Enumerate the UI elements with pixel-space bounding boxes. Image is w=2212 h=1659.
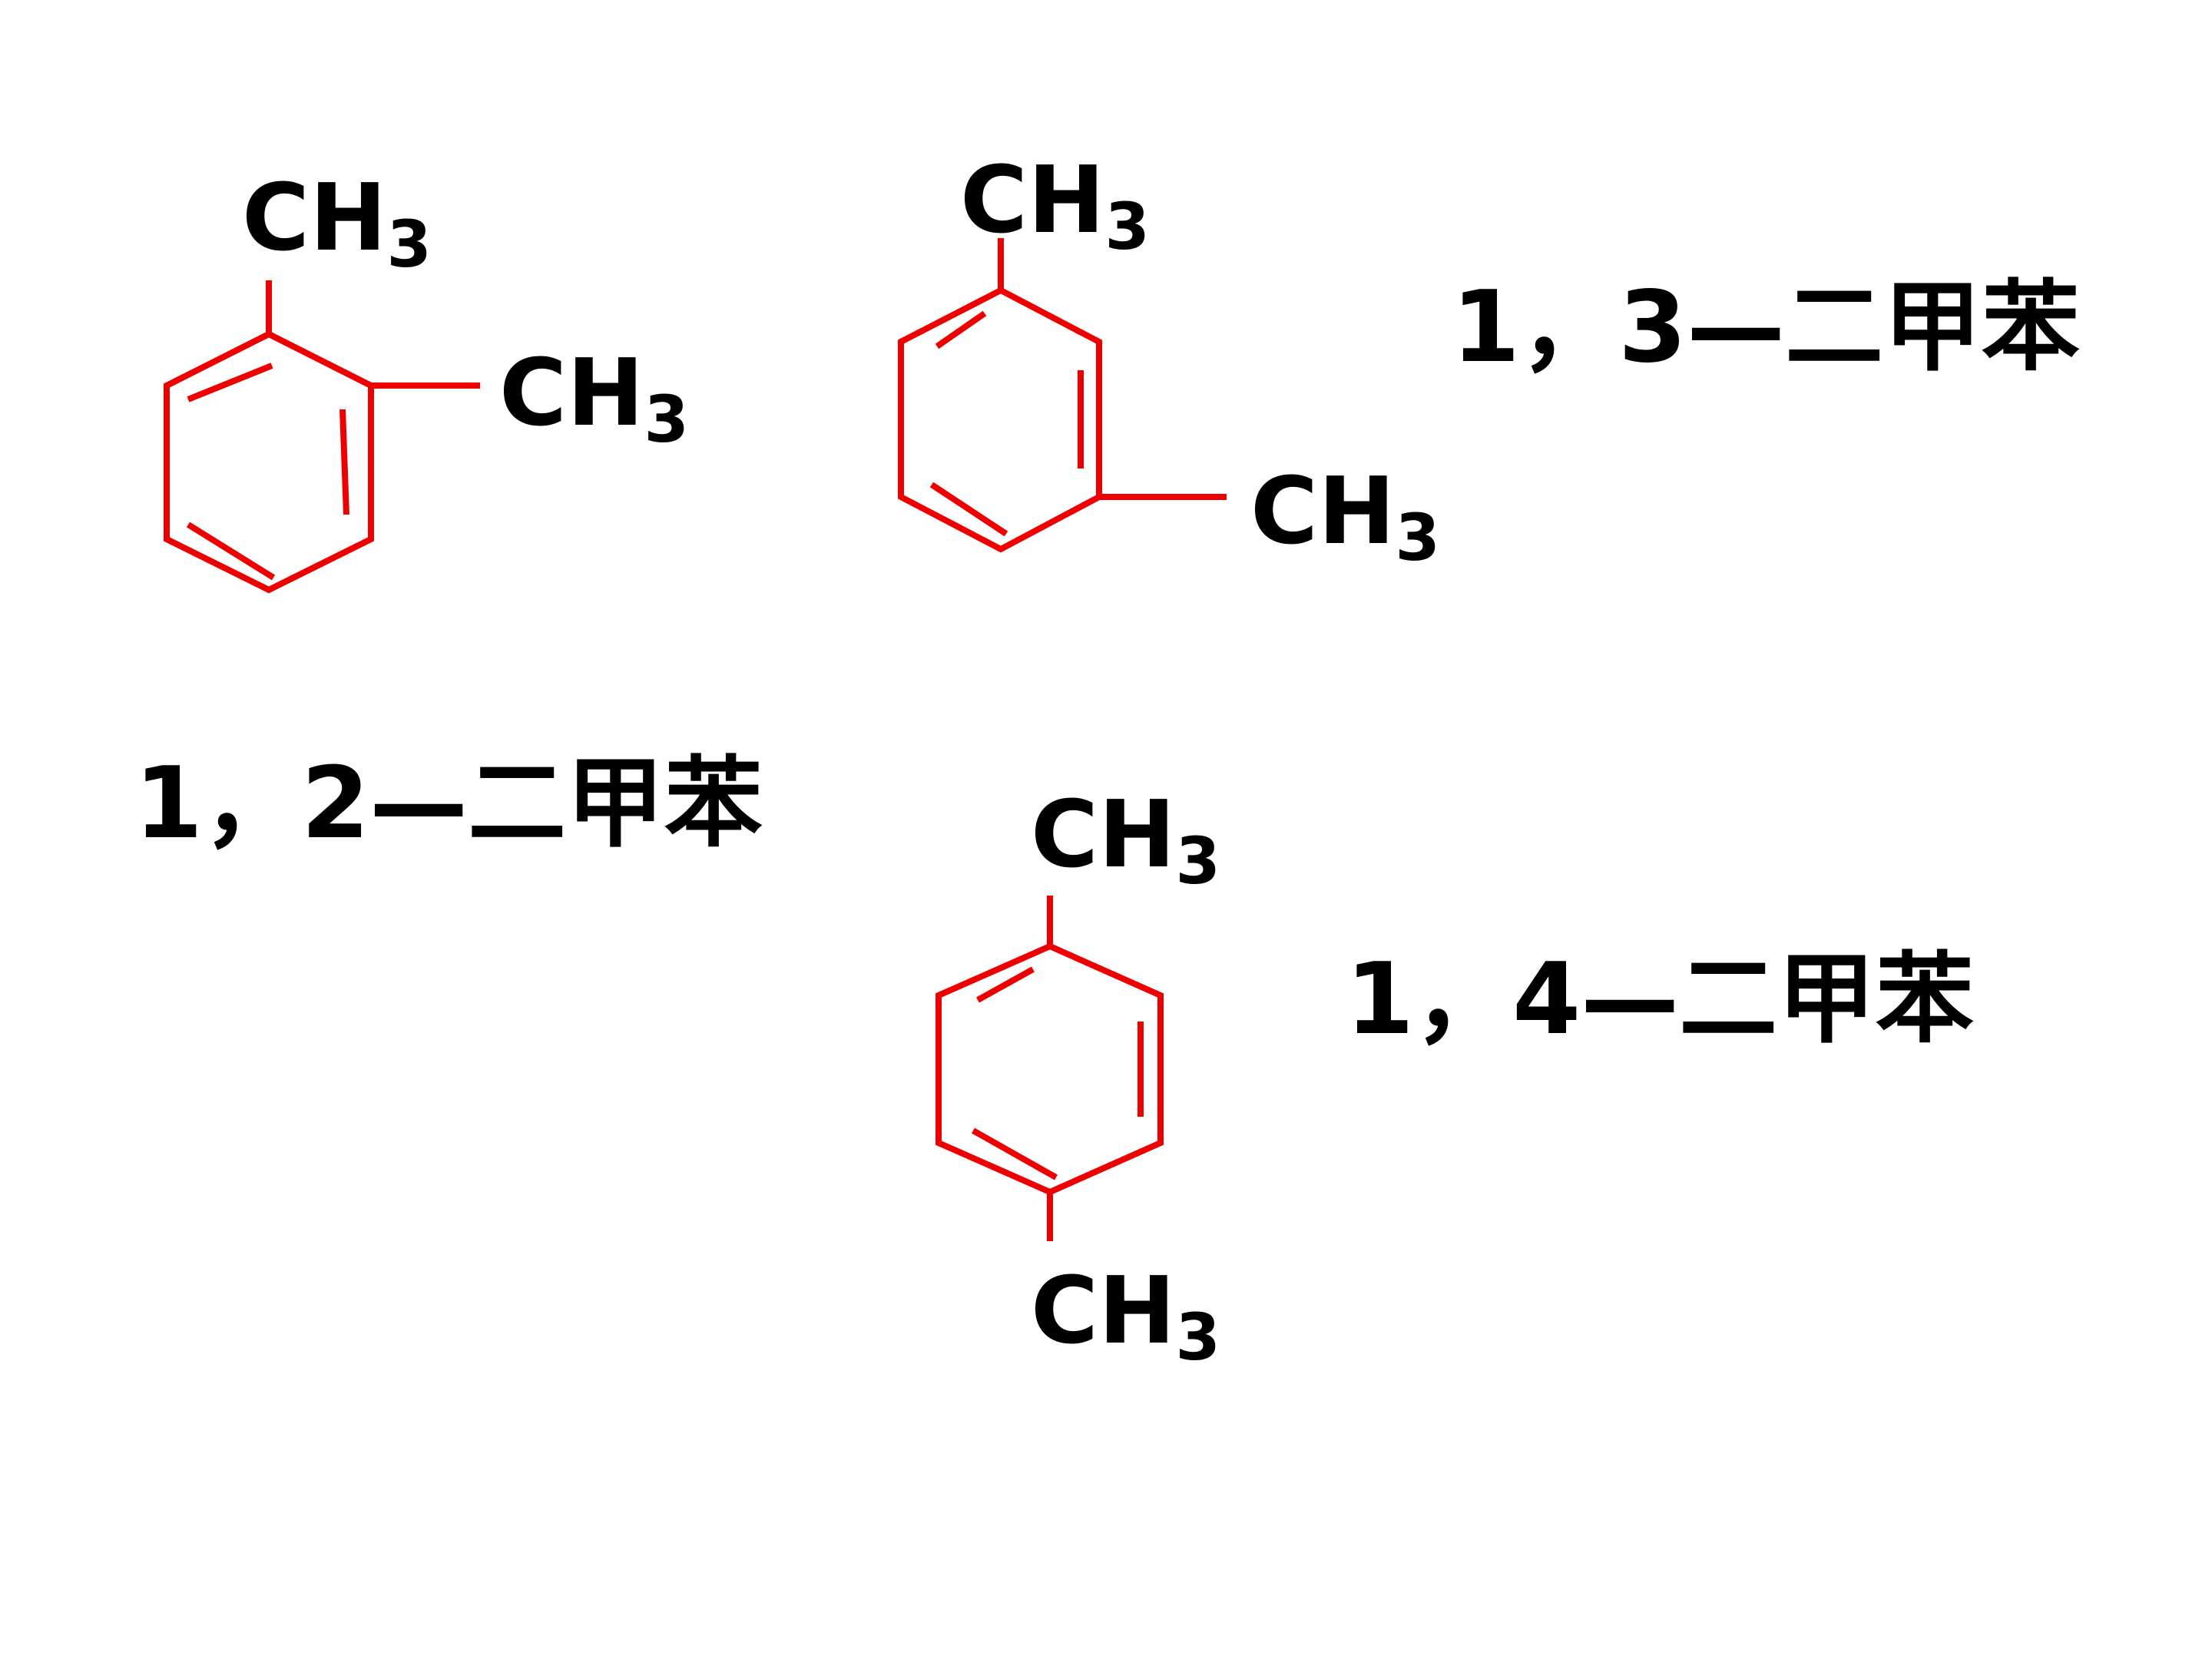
ortho-xylene-structure: CH3 CH3: [164, 165, 689, 594]
meta-methyl-label-top: CH3: [960, 147, 1150, 264]
meta-inner-double-bond-1: [935, 310, 987, 349]
para-methyl-label-top: CH3: [1031, 782, 1220, 899]
para-xylene-structure: CH3 CH3: [935, 782, 1220, 1375]
ortho-methyl-label-top: CH3: [242, 165, 432, 282]
para-benzene-ring: [935, 942, 1164, 1196]
para-methyl-label-bottom: CH3: [1031, 1258, 1220, 1375]
para-xylene-name: 1，4—二甲苯: [1346, 942, 1974, 1057]
ortho-methyl-label-right: CH3: [499, 340, 689, 457]
ortho-xylene-name: 1，2—二甲苯: [134, 747, 763, 861]
meta-benzene-ring: [898, 286, 1102, 553]
ortho-inner-double-bond-3: [186, 522, 276, 581]
ortho-inner-double-bond-2: [339, 409, 349, 515]
ortho-inner-double-bond-1: [187, 363, 273, 402]
para-inner-double-bond-1: [976, 966, 1035, 1003]
meta-inner-double-bond-3: [929, 482, 1008, 537]
ortho-benzene-ring: [164, 330, 374, 594]
meta-methyl-label-right: CH3: [1250, 459, 1440, 575]
meta-xylene-structure: CH3 CH3: [898, 147, 1440, 575]
para-inner-double-bond-3: [972, 1128, 1058, 1181]
meta-xylene-name: 1，3—二甲苯: [1452, 270, 2080, 385]
